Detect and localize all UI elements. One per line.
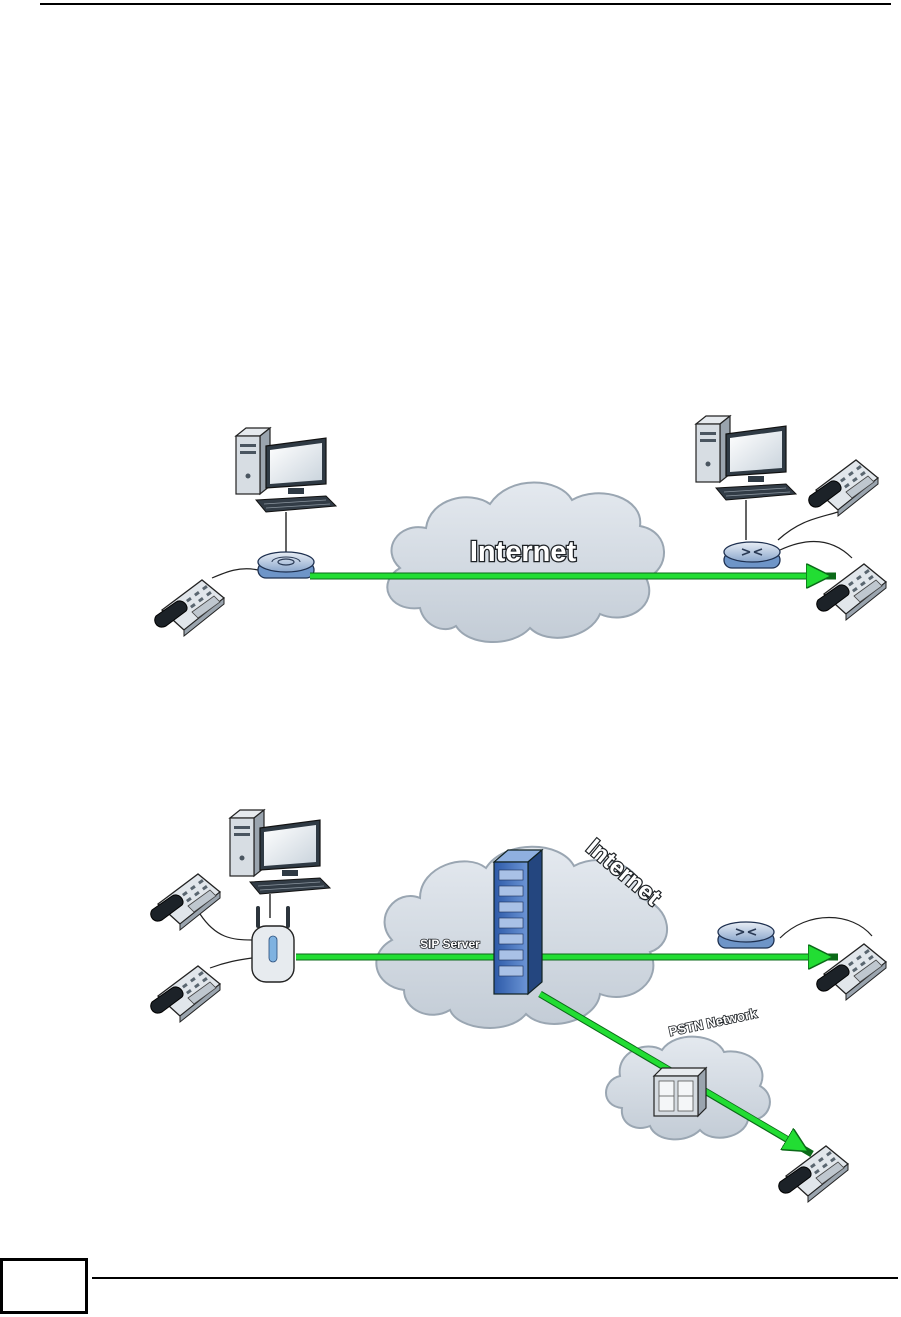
- phone-icon: [817, 944, 886, 1000]
- voip-peer-to-peer-diagram: Internet: [0, 400, 901, 670]
- router-icon: [724, 542, 780, 568]
- phone-icon: [151, 966, 220, 1022]
- computer-icon: [230, 810, 330, 894]
- computer-icon: [696, 416, 796, 500]
- voip-sip-server-diagram: Internet PSTN Network SIP Server: [0, 790, 901, 1210]
- phone-link: [210, 958, 252, 968]
- pstn-network-label: PSTN Network: [668, 1005, 759, 1038]
- footer-rule: [92, 1277, 898, 1279]
- sip-server-icon: [494, 850, 542, 994]
- phone-link: [200, 914, 252, 940]
- internet-label: Internet: [470, 536, 577, 568]
- phone-link: [780, 918, 872, 939]
- phone-link: [212, 569, 258, 578]
- pstn-switch-icon: [654, 1068, 706, 1116]
- phone-icon: [779, 1146, 848, 1202]
- router-icon: [718, 922, 774, 948]
- phone-link: [780, 542, 852, 558]
- phone-icon: [155, 580, 224, 636]
- page-number-box: [0, 1258, 88, 1314]
- phone-icon: [817, 564, 886, 620]
- phone-icon: [809, 460, 878, 516]
- sip-server-label: SIP Server: [420, 937, 480, 951]
- wireless-router-icon: [258, 552, 314, 578]
- computer-icon: [236, 428, 336, 512]
- header-rule: [40, 3, 891, 5]
- phone-link: [778, 512, 838, 540]
- phone-icon: [151, 874, 220, 930]
- access-point-icon: [252, 906, 294, 982]
